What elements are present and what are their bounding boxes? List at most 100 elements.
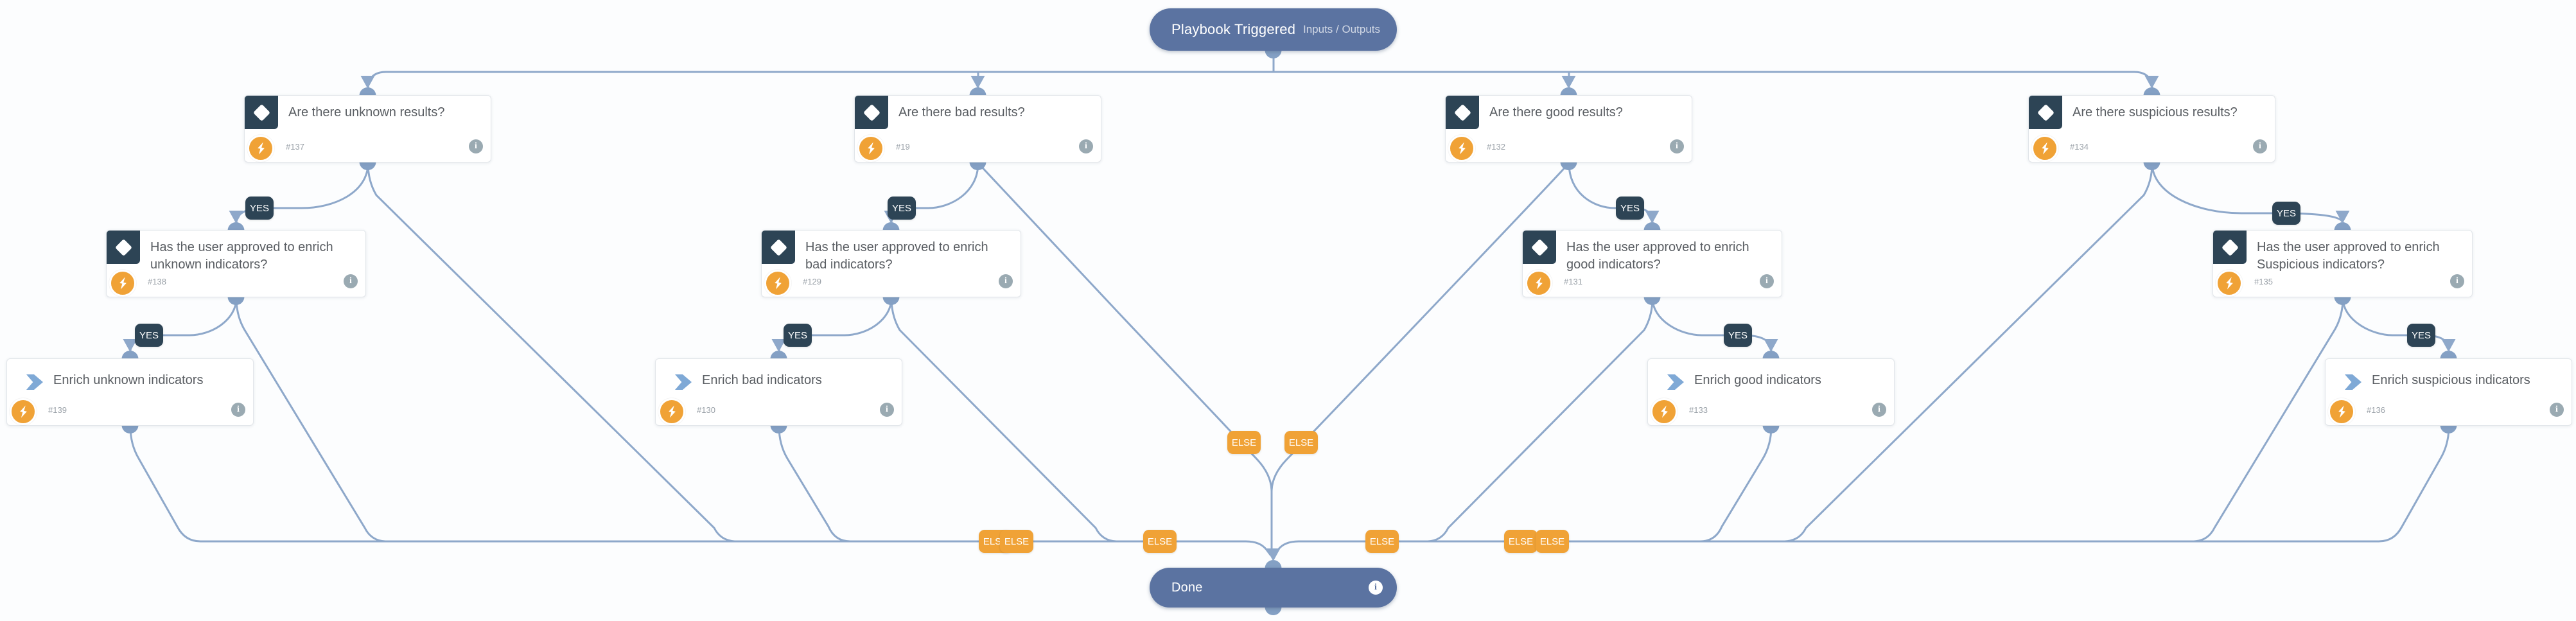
condition-approve-unknown[interactable]: Has the user approved to enrich unknown … (106, 230, 366, 297)
condition-icon (2213, 231, 2247, 264)
task-title: Enrich suspicious indicators (2372, 373, 2530, 387)
branch-label-else: ELSE (1284, 431, 1318, 454)
edge-right-collector (1273, 425, 2450, 556)
condition-icon (1446, 96, 1479, 129)
edge-appr1-else (235, 297, 387, 543)
info-icon[interactable]: i (880, 403, 894, 417)
edge-arrowhead (360, 76, 375, 89)
edge-root-bus (367, 71, 2153, 91)
done-node[interactable]: Done i (1150, 568, 1397, 608)
automation-icon (857, 135, 884, 162)
automation-icon (109, 270, 136, 297)
info-icon[interactable]: i (1872, 403, 1886, 417)
task-enrich-good[interactable]: Enrich good indicators #133 i (1647, 358, 1895, 426)
condition-icon (855, 96, 888, 129)
subplaybook-icon (1667, 374, 1684, 390)
condition-icon (107, 231, 140, 264)
task-title: Are there bad results? (898, 105, 1025, 119)
edge-arrowhead (771, 339, 786, 352)
task-id: #139 (48, 405, 67, 415)
condition-suspicious-results[interactable]: Are there suspicious results? #134 i (2028, 95, 2275, 162)
task-id: #19 (896, 142, 910, 152)
info-icon[interactable]: i (2450, 274, 2464, 288)
condition-icon (762, 231, 795, 264)
edge-arrowhead (2335, 211, 2350, 223)
info-icon[interactable]: i (2550, 403, 2564, 417)
task-title: Enrich good indicators (1694, 373, 1821, 387)
edge-arrowhead (1266, 548, 1281, 561)
branch-label-else: ELSE (1143, 530, 1177, 553)
condition-unknown-results[interactable]: Are there unknown results? #137 i (244, 95, 491, 162)
edge-arrowhead (1764, 339, 1778, 352)
info-icon[interactable]: i (231, 403, 245, 417)
branch-label-else: ELSE (1000, 530, 1033, 553)
info-icon[interactable]: i (1670, 139, 1684, 153)
info-icon[interactable]: i (1079, 139, 1093, 153)
automation-icon (2031, 135, 2058, 162)
edge-cond4-yes (2151, 162, 2344, 225)
condition-approve-good[interactable]: Has the user approved to enrich good ind… (1522, 230, 1782, 297)
done-title: Done (1171, 580, 1203, 595)
condition-icon (245, 96, 278, 129)
task-id: #129 (803, 277, 821, 286)
branch-label-yes: YES (2272, 202, 2300, 225)
playbook-triggered-node[interactable]: Playbook Triggered Inputs / Outputs (1150, 8, 1397, 51)
info-icon[interactable]: i (1369, 581, 1383, 595)
automation-icon (247, 135, 274, 162)
task-title: Are there good results? (1489, 105, 1623, 119)
automation-icon (1525, 270, 1552, 297)
automation-icon (658, 398, 685, 425)
edge-arrowhead (1645, 211, 1660, 223)
automation-icon (10, 398, 37, 425)
task-enrich-unknown[interactable]: Enrich unknown indicators #139 i (6, 358, 254, 426)
branch-label-yes: YES (888, 197, 916, 220)
info-icon[interactable]: i (2253, 139, 2267, 153)
inputs-outputs-link[interactable]: Inputs / Outputs (1302, 23, 1380, 35)
automation-icon (764, 270, 791, 297)
condition-good-results[interactable]: Are there good results? #132 i (1445, 95, 1692, 162)
task-title: Has the user approved to enrich good ind… (1566, 240, 1749, 272)
condition-approve-bad[interactable]: Has the user approved to enrich bad indi… (761, 230, 1021, 297)
condition-bad-results[interactable]: Are there bad results? #19 i (854, 95, 1101, 162)
branch-label-else: ELSE (1504, 530, 1538, 553)
edge-arrowhead (123, 339, 137, 352)
edge-cond1-else (367, 162, 737, 543)
subplaybook-icon (2345, 374, 2361, 390)
edge-arrowhead (2441, 339, 2456, 352)
subplaybook-icon (26, 374, 43, 390)
task-enrich-suspicious[interactable]: Enrich suspicious indicators #136 i (2325, 358, 2572, 426)
edge-appr2-else (890, 297, 1117, 543)
automation-icon (1448, 135, 1475, 162)
edge-arrowhead (229, 211, 243, 223)
info-icon[interactable]: i (344, 274, 358, 288)
branch-label-else: ELSE (1365, 530, 1399, 553)
branch-label-yes: YES (784, 324, 812, 347)
edge-appr3-yes (1651, 297, 1773, 353)
edge-cond2-else (977, 162, 1273, 550)
edge-arrowhead (2144, 76, 2159, 89)
edge-task3-out (1699, 425, 1773, 543)
task-id: #136 (2367, 405, 2385, 415)
branch-label-yes: YES (1616, 197, 1644, 220)
task-title: Enrich unknown indicators (53, 373, 204, 387)
condition-approve-suspicious[interactable]: Has the user approved to enrich Suspicio… (2212, 230, 2473, 297)
task-id: #132 (1487, 142, 1505, 152)
condition-icon (2029, 96, 2062, 129)
info-icon[interactable]: i (999, 274, 1013, 288)
task-id: #134 (2070, 142, 2089, 152)
info-icon[interactable]: i (469, 139, 483, 153)
playbook-title: Playbook Triggered (1171, 21, 1296, 37)
task-title: Has the user approved to enrich bad indi… (805, 240, 988, 272)
edge-arrowhead (970, 76, 985, 89)
edge-appr3-else (1426, 297, 1654, 543)
task-id: #135 (2254, 277, 2273, 286)
task-title: Are there unknown results? (288, 105, 445, 119)
edge-appr4-else (2193, 297, 2344, 543)
edge-left-collector (129, 425, 1272, 556)
task-enrich-bad[interactable]: Enrich bad indicators #130 i (655, 358, 902, 426)
task-title: Has the user approved to enrich unknown … (150, 240, 333, 272)
branch-label-yes: YES (245, 197, 274, 220)
edge-task2-out (778, 425, 852, 543)
info-icon[interactable]: i (1760, 274, 1774, 288)
branch-label-yes: YES (1724, 324, 1752, 347)
